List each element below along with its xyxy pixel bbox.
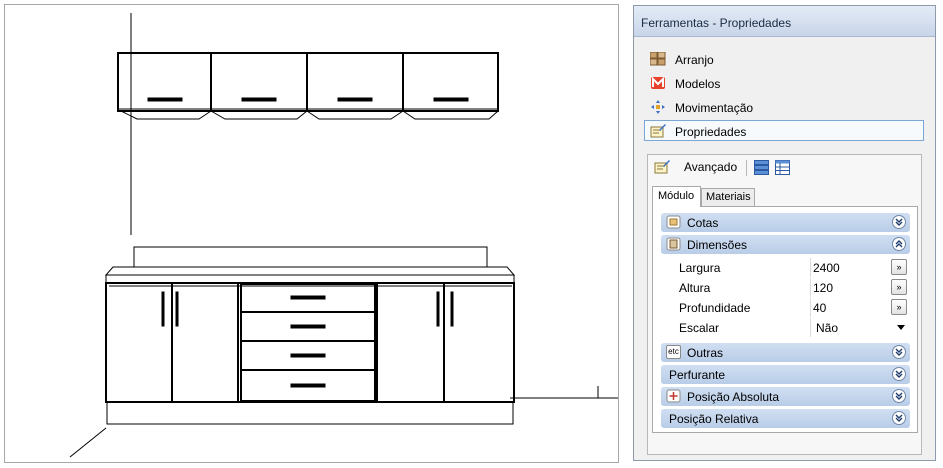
properties-panel: Ferramentas - Propriedades Arranjo Model…: [633, 5, 936, 461]
section-label-posicao-relativa: Posição Relativa: [669, 412, 759, 426]
chevron-down-icon[interactable]: [892, 389, 906, 403]
largura-edit-button[interactable]: »: [891, 259, 907, 275]
section-cotas[interactable]: Cotas: [661, 213, 910, 232]
advanced-label: Avançado: [684, 160, 738, 174]
position-icon: [666, 389, 681, 403]
chevron-down-icon[interactable]: [892, 367, 906, 381]
etc-icon: etc: [666, 345, 681, 359]
panel-title: Ferramentas - Propriedades: [634, 6, 935, 37]
altura-edit-button[interactable]: »: [891, 279, 907, 295]
chevron-down-icon[interactable]: [892, 345, 906, 359]
table-view-icon[interactable]: [775, 160, 790, 175]
property-row-escalar: Escalar Não: [673, 318, 909, 337]
kitchen-cabinet-drawing: [69, 13, 618, 458]
move-icon: [651, 100, 665, 114]
section-perfurante[interactable]: Perfurante: [661, 365, 910, 384]
property-row-altura: Altura 120 »: [673, 278, 909, 297]
section-outras[interactable]: etc Outras: [661, 343, 910, 362]
measurements-icon: [666, 237, 681, 251]
chevron-up-icon[interactable]: [892, 237, 906, 251]
section-label-dimensoes: Dimensões: [687, 238, 748, 252]
nav-label-movimentacao: Movimentação: [675, 101, 754, 115]
property-row-largura: Largura 2400 »: [673, 258, 909, 277]
section-label-outras: Outras: [687, 346, 724, 360]
nav-item-modelos[interactable]: Modelos: [644, 72, 924, 93]
section-posicao-absoluta[interactable]: Posição Absoluta: [661, 387, 910, 406]
chevron-down-icon[interactable]: [892, 215, 906, 229]
section-posicao-relativa[interactable]: Posição Relativa: [661, 409, 910, 428]
property-label: Escalar: [679, 321, 720, 335]
property-label: Altura: [679, 281, 711, 295]
section-label-perfurante: Perfurante: [669, 368, 726, 382]
section-label-cotas: Cotas: [687, 216, 719, 230]
chevron-down-icon[interactable]: [892, 411, 906, 425]
escalar-value: Não: [816, 321, 839, 335]
arrange-icon: [650, 52, 666, 66]
property-row-profundidade: Profundidade 40 »: [673, 298, 909, 317]
dropdown-arrow-icon[interactable]: [897, 325, 905, 330]
section-dimensoes[interactable]: Dimensões: [661, 235, 910, 254]
tab-modulo[interactable]: Módulo: [652, 186, 701, 207]
nav-item-arranjo[interactable]: Arranjo: [644, 48, 924, 69]
escalar-select[interactable]: Não: [810, 318, 909, 337]
altura-input[interactable]: 120: [810, 278, 889, 297]
advanced-icon: [654, 160, 670, 174]
nav-label-arranjo: Arranjo: [675, 53, 714, 67]
nav-item-propriedades[interactable]: Propriedades: [644, 120, 924, 141]
property-label: Largura: [679, 261, 721, 275]
profundidade-input[interactable]: 40: [810, 298, 889, 317]
largura-input[interactable]: 2400: [810, 258, 889, 277]
tab-materiais[interactable]: Materiais: [701, 188, 755, 207]
dimensions-icon: [666, 215, 681, 229]
toolbar-divider: [746, 160, 747, 176]
property-label: Profundidade: [679, 301, 751, 315]
nav-item-movimentacao[interactable]: Movimentação: [644, 96, 924, 117]
models-icon: [651, 76, 665, 89]
properties-icon: [650, 124, 666, 138]
nav-label-propriedades: Propriedades: [675, 125, 747, 139]
3d-viewport[interactable]: [4, 4, 619, 463]
section-label-posicao-absoluta: Posição Absoluta: [687, 390, 780, 404]
nav-label-modelos: Modelos: [675, 77, 721, 91]
profundidade-edit-button[interactable]: »: [891, 299, 907, 315]
categorized-view-icon[interactable]: [754, 160, 769, 175]
